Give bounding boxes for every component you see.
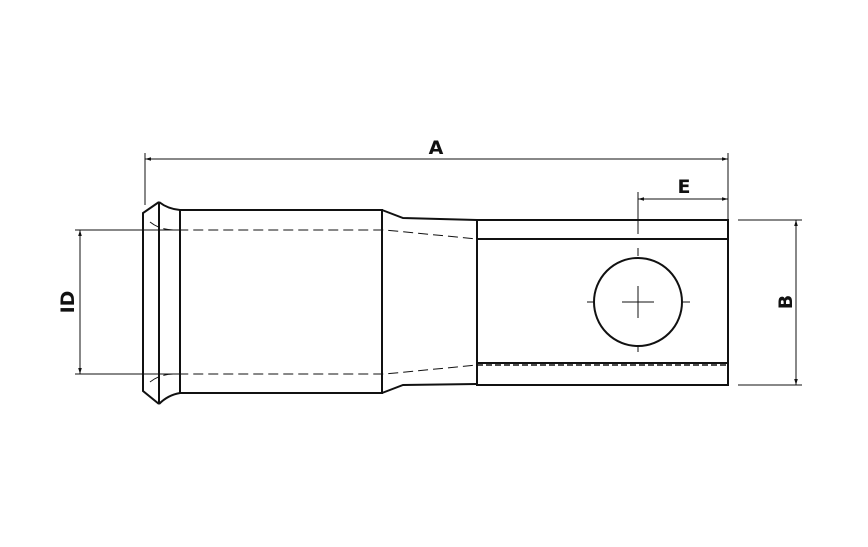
dimension-a [144, 153, 729, 220]
dimension-id [75, 229, 180, 375]
label-e: E [678, 176, 691, 198]
label-id: ID [57, 291, 79, 314]
palm [476, 219, 729, 386]
barrel-flare [142, 201, 181, 405]
hidden-bore [149, 221, 478, 383]
barrel [179, 209, 383, 394]
label-a: A [429, 137, 444, 159]
centerline [587, 192, 690, 352]
dimension-b [738, 219, 802, 386]
transition [381, 209, 478, 394]
label-b: B [775, 295, 797, 309]
